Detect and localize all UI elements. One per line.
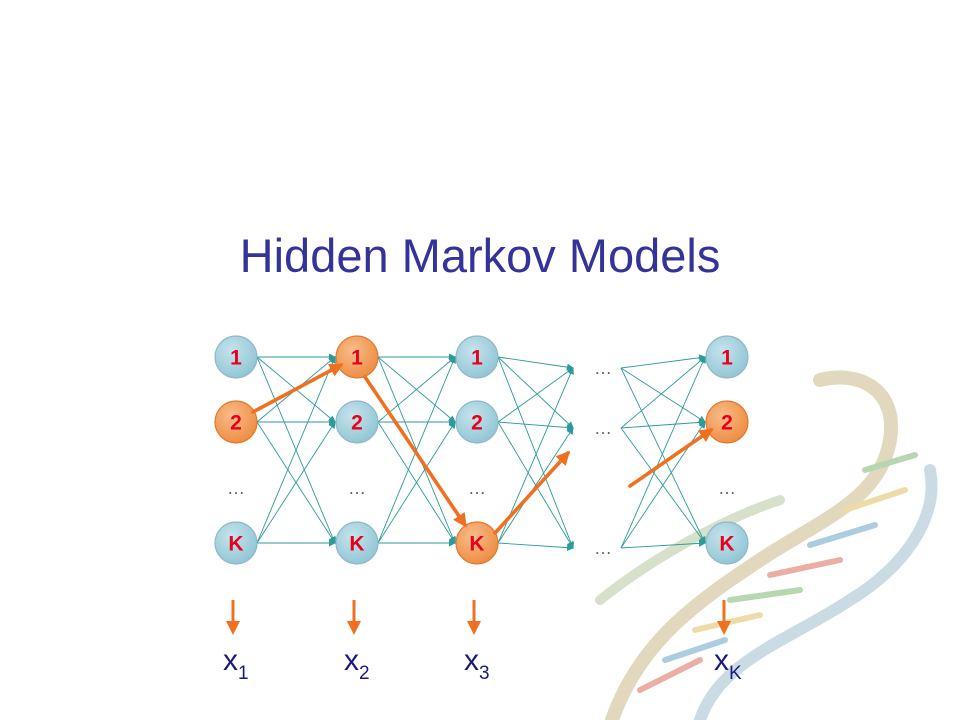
transition-edge [497, 542, 574, 552]
state-label: 2 [351, 412, 363, 435]
ellipsis-label: … [594, 358, 612, 378]
state-label: 2 [230, 412, 242, 435]
path-arrow [493, 450, 571, 535]
state-node [455, 400, 499, 444]
observation-label: x2 [344, 644, 370, 684]
transition-edge [620, 354, 706, 369]
ellipsis-label: … [718, 478, 736, 498]
transition-edge [497, 356, 574, 371]
transition-edge [620, 367, 706, 544]
path-arrow [251, 363, 344, 414]
transition-edge [497, 367, 574, 423]
state-label: 2 [471, 412, 483, 435]
transition-edge [377, 421, 456, 544]
state-node [705, 521, 749, 565]
ellipsis-label: … [468, 478, 486, 498]
state-label: K [469, 533, 484, 556]
state-label: 1 [721, 347, 733, 370]
observation-label: xK [714, 644, 742, 684]
decoded-path-arrows [251, 363, 714, 535]
state-node-highlighted [705, 400, 749, 444]
state-label: 1 [471, 347, 483, 370]
slide-title: Hidden Markov Models [239, 229, 721, 282]
state-node [705, 335, 749, 379]
state-node [455, 335, 499, 379]
observation-label: x3 [464, 644, 490, 684]
transition-edge [620, 367, 706, 423]
transition-edges [256, 353, 706, 552]
transition-edge [256, 421, 336, 544]
observation-label: x1 [223, 644, 249, 684]
state-label: 2 [721, 412, 733, 435]
transition-edge [256, 356, 336, 544]
state-label: K [719, 533, 734, 556]
path-arrow [363, 375, 467, 528]
transition-edge [620, 418, 706, 429]
ellipsis-label: … [348, 478, 366, 498]
ellipsis-label: … [594, 418, 612, 438]
emission-arrows [226, 600, 731, 635]
state-label: K [228, 533, 243, 556]
state-label: 1 [230, 347, 242, 370]
ellipsis-label: … [227, 478, 245, 498]
transition-edge [620, 356, 706, 429]
path-arrow [628, 428, 714, 488]
state-node-highlighted [335, 335, 379, 379]
transition-edge [497, 421, 574, 432]
state-node [214, 521, 258, 565]
state-nodes: 1 2 … K 1 2 … K 1 2 … K … … … 1 2 … K [214, 335, 749, 565]
state-node [335, 521, 379, 565]
state-node [214, 335, 258, 379]
dna-helix-image [595, 370, 938, 720]
state-label: K [349, 533, 364, 556]
transition-edge [620, 539, 706, 549]
state-node [335, 400, 379, 444]
ellipsis-label: … [594, 538, 612, 558]
state-node-highlighted [214, 400, 258, 444]
observations: x1 x2 x3 xK [223, 644, 742, 684]
transition-edge [497, 427, 574, 544]
transition-edge [620, 356, 706, 549]
state-node-highlighted [455, 521, 499, 565]
transition-edge [497, 356, 574, 429]
transition-edge [497, 356, 575, 549]
transition-edge [377, 356, 456, 423]
state-label: 1 [351, 347, 363, 370]
transition-edge [377, 356, 456, 544]
